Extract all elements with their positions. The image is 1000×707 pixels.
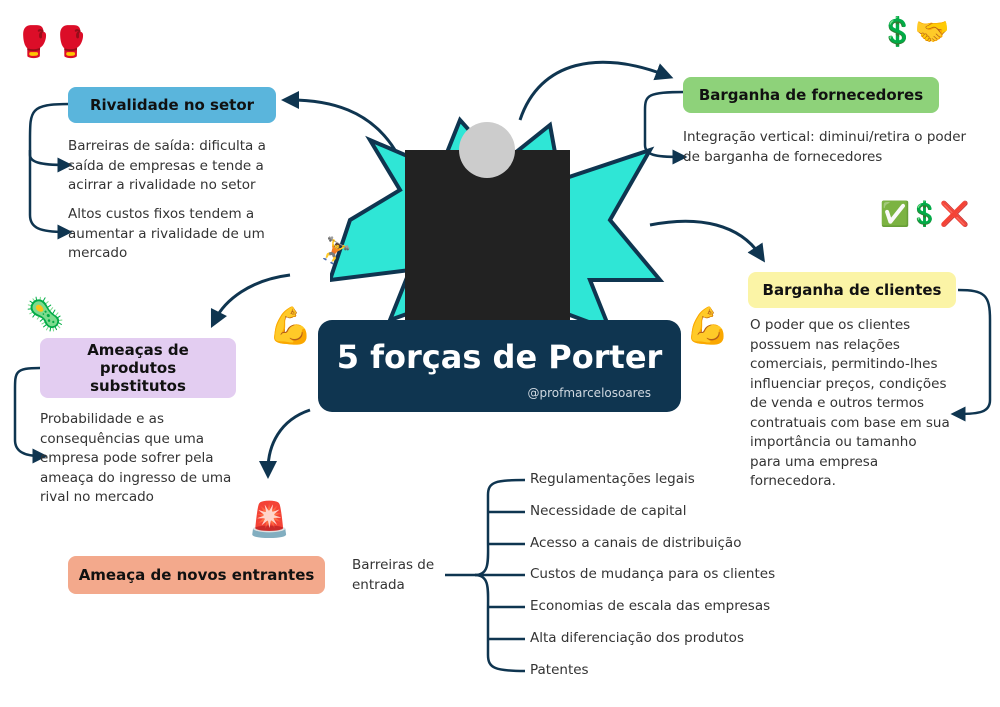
barrier-item: Economias de escala das empresas	[530, 598, 771, 614]
clientes-text: O poder que os clientes possuem nas rela…	[750, 317, 950, 489]
barrier-label: Barreiras de entrada	[352, 557, 435, 593]
barrier-item: Necessidade de capital	[530, 503, 687, 519]
fornecedores-title: Barganha de fornecedores	[683, 77, 939, 113]
entrantes-title: Ameaça de novos entrantes	[68, 556, 325, 594]
fornecedores-text: Integração vertical: diminui/retira o po…	[683, 129, 967, 165]
substitutos-title: Ameaças de produtos substitutos	[40, 338, 236, 398]
flexed-arm-left-icon: 💪	[268, 306, 313, 347]
flexed-arm-right-icon: 💪	[685, 306, 730, 347]
center-handle: @profmarcelosoares	[527, 386, 651, 400]
rivalidade-item: Barreiras de saída: dificulta a saída de…	[68, 138, 266, 193]
clients-discussion-icon: ✅💲❌	[880, 200, 970, 228]
barrier-item: Regulamentações legais	[530, 471, 695, 487]
substitutos-text: Probabilidade e as consequências que uma…	[40, 411, 232, 505]
barrier-item: Patentes	[530, 662, 589, 678]
alarm-siren-icon: 🚨	[248, 500, 291, 540]
clientes-title: Barganha de clientes	[748, 272, 956, 308]
portrait-photo	[405, 150, 570, 325]
barrier-item: Acesso a canais de distribuição	[530, 535, 742, 551]
boxing-gloves-icon: 🥊🥊	[15, 25, 90, 60]
negotiation-icon: 💲🤝	[880, 15, 950, 48]
starburst-illustration	[330, 116, 665, 338]
virus-icon: 🦠	[25, 295, 65, 333]
center-title: 5 forças de Porter	[336, 338, 663, 376]
barrier-item: Alta diferenciação dos produtos	[530, 630, 744, 646]
rivalidade-title: Rivalidade no setor	[68, 87, 276, 123]
rivalidade-item: Altos custos fixos tendem a aumentar a r…	[68, 206, 265, 261]
barrier-item: Custos de mudança para os clientes	[530, 566, 776, 582]
center-node: 5 forças de Porter @profmarcelosoares	[318, 320, 681, 412]
